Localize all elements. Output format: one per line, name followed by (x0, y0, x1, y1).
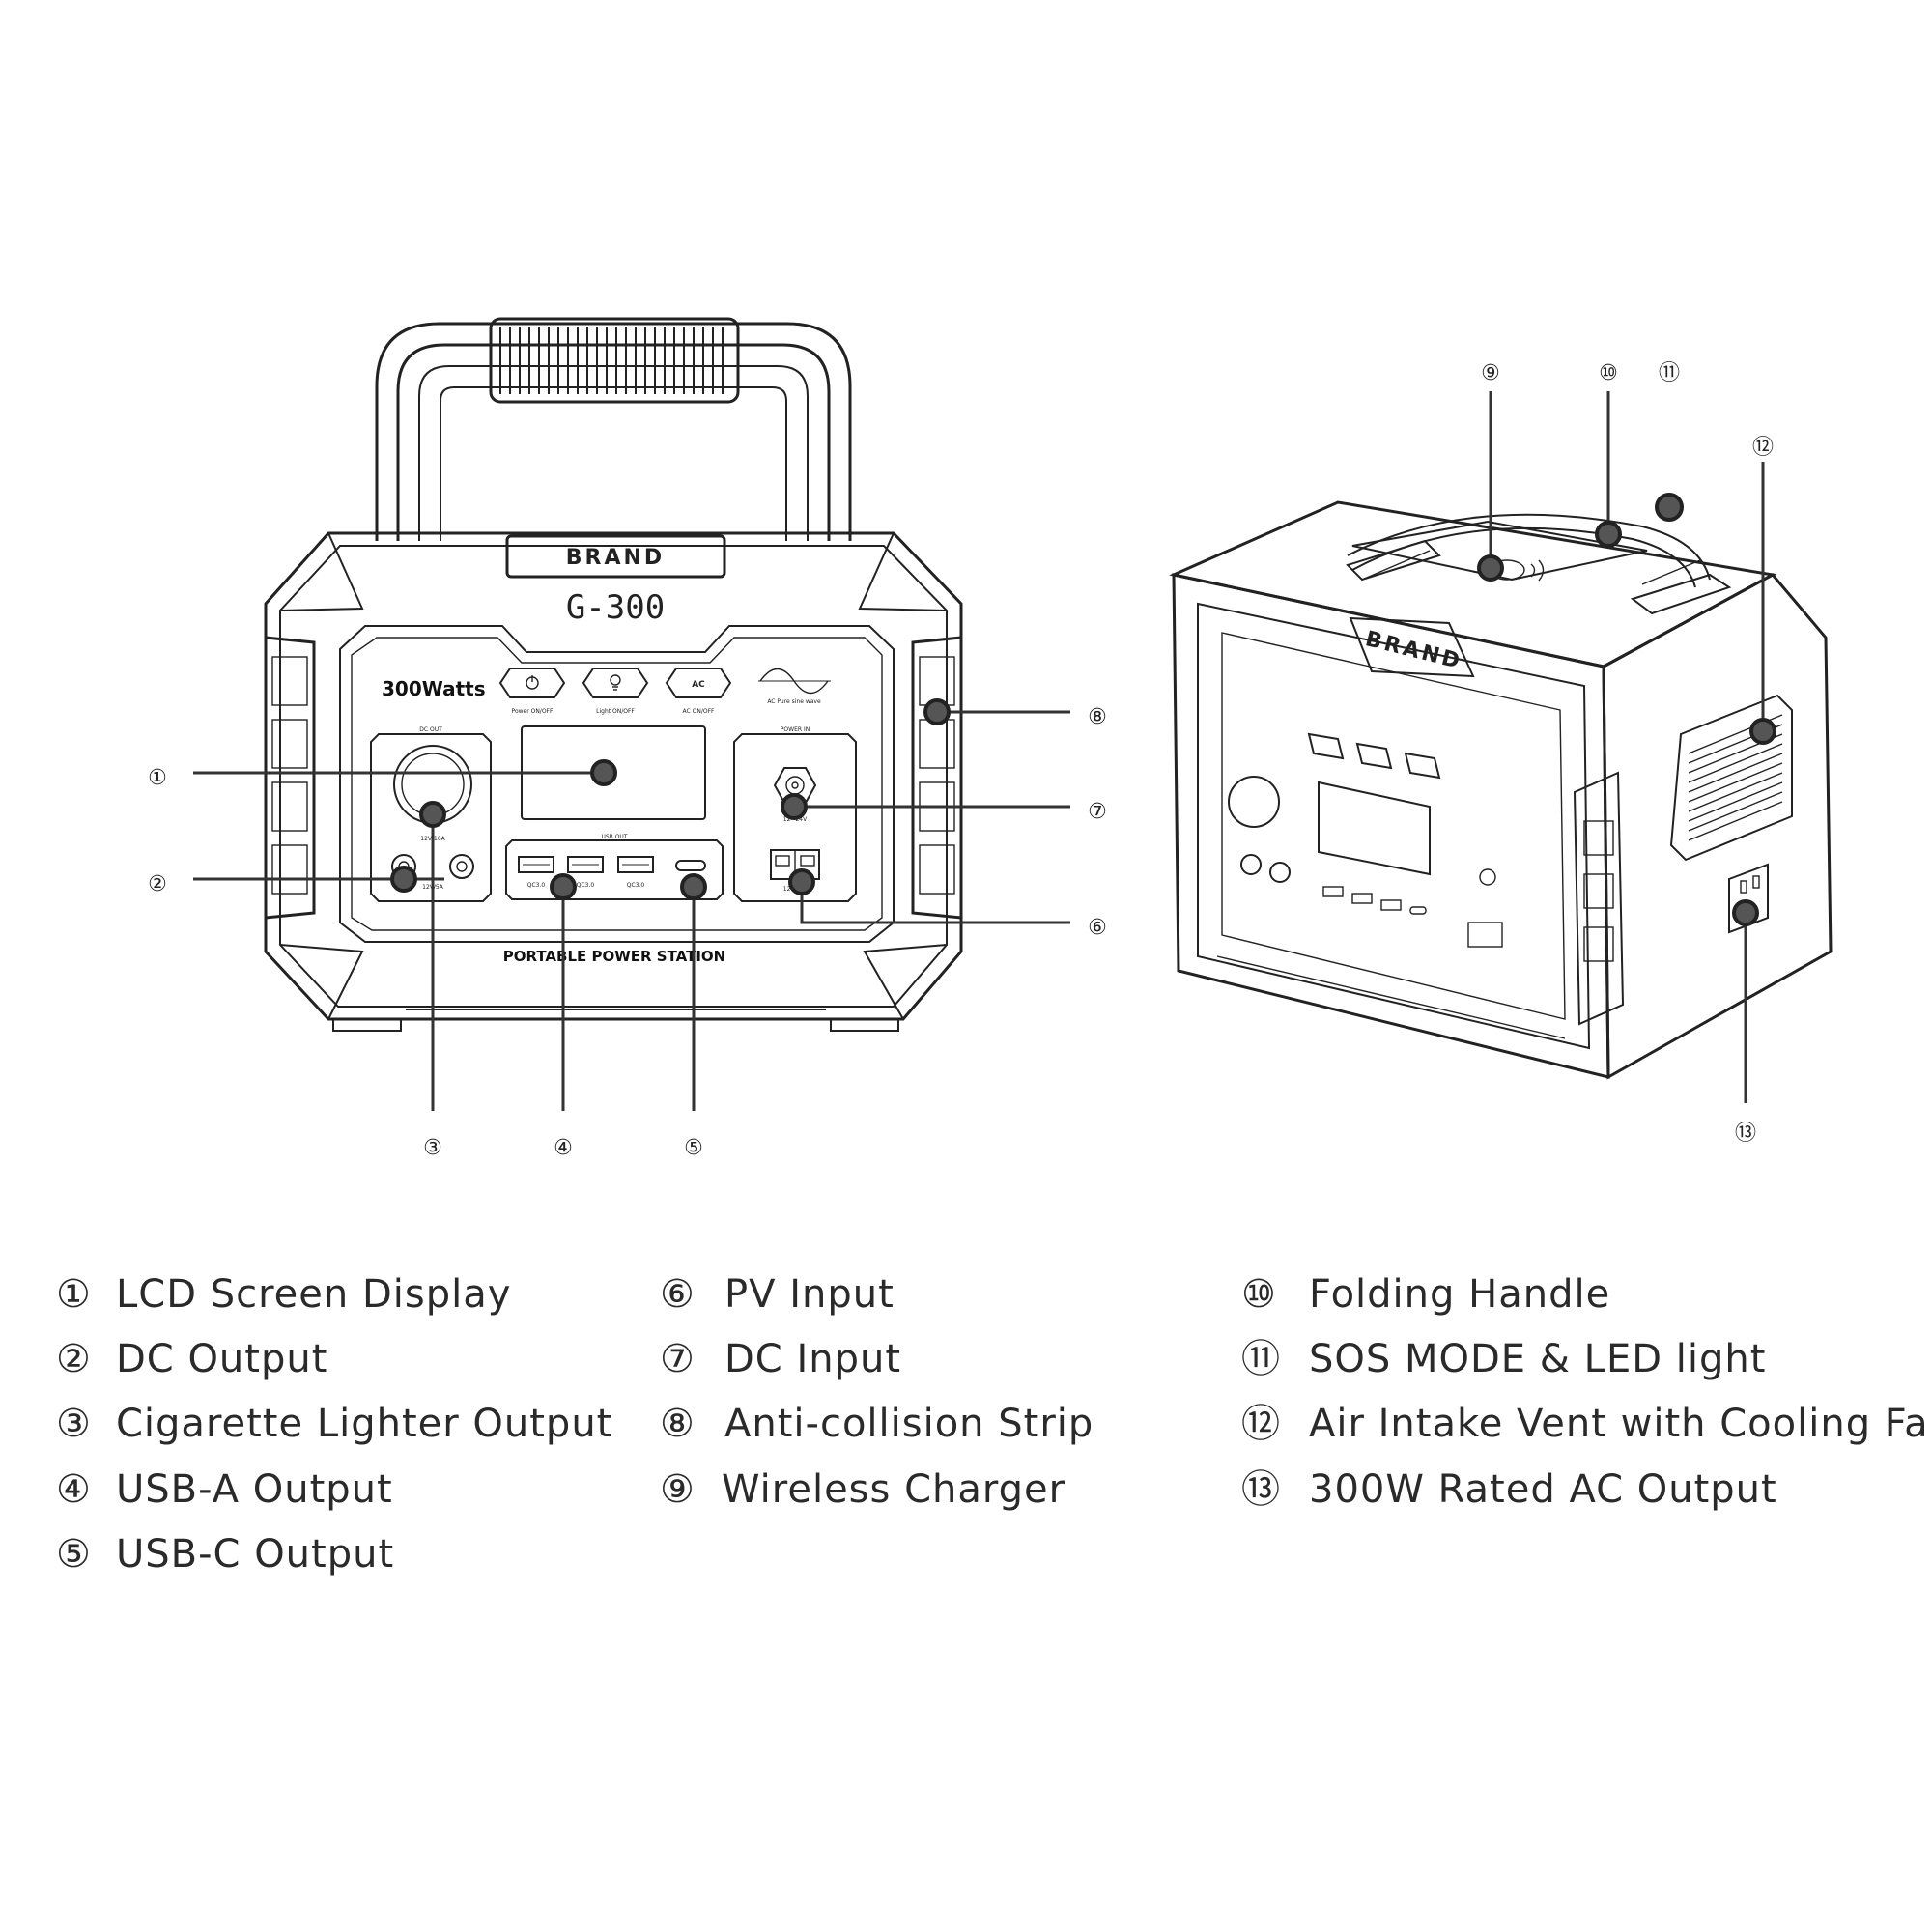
usb-c-port[interactable] (675, 860, 706, 871)
vent-slot (1688, 791, 1783, 832)
side-lcd (1318, 781, 1431, 876)
legend-num-6: ⑥ (660, 1272, 696, 1317)
sine-wave-icon: AC Pure sine wave (758, 668, 831, 705)
legend-text-12: Air Intake Vent with Cooling Fan (1309, 1402, 1932, 1446)
callout-10: ⑩ (1599, 361, 1618, 385)
legend-num-3: ③ (56, 1402, 92, 1446)
usb-port-label-3: QC3.0 (627, 882, 645, 889)
side-handle (1346, 513, 1732, 615)
front-brand-plate (505, 534, 726, 579)
callout-6: ⑥ (1088, 916, 1107, 940)
vent-slot (1688, 781, 1783, 822)
usb-a-port-2[interactable] (567, 856, 604, 873)
legend-text-10: Folding Handle (1309, 1272, 1610, 1317)
watts-label: 300Watts (382, 677, 486, 700)
legend-num-1: ① (56, 1272, 92, 1317)
side-right-face (1602, 573, 1833, 1080)
legend-num-11: ⑪ (1241, 1337, 1281, 1381)
vent-slot (1688, 772, 1783, 812)
front-view: BRAND G-300 300Watts Power ON/OFF Light … (264, 317, 963, 1032)
side-buttons (1307, 732, 1441, 780)
legend-num-7: ⑦ (660, 1337, 696, 1381)
usb-a-port-3[interactable] (617, 856, 654, 873)
usb-out-panel: USB OUT QC3.0 QC3.0 QC3.0 (505, 834, 724, 900)
usb-port-label-2: QC3.0 (577, 882, 595, 889)
callout-numbers: ① ② ③ ④ ⑤ ⑥ ⑦ ⑧ ⑨ ⑩ ⑪ ⑫ ⑬ (148, 361, 1774, 1160)
usb-out-title: USB OUT (601, 834, 627, 840)
legend-text-4: USB-A Output (116, 1467, 393, 1512)
side-brand-plate (1349, 616, 1475, 678)
dc-out-title: DC OUT (419, 726, 442, 733)
callout-11: ⑪ (1659, 361, 1680, 385)
callout-3: ③ (423, 1136, 442, 1160)
callout-13: ⑬ (1735, 1122, 1756, 1146)
callout-12: ⑫ (1752, 436, 1774, 460)
vent-slot (1688, 762, 1783, 803)
air-intake-vent (1669, 694, 1793, 862)
legend-text-13: 300W Rated AC Output (1309, 1467, 1777, 1512)
callout-2: ② (148, 872, 167, 896)
legend-num-8: ⑧ (660, 1402, 696, 1446)
legend-text-8: Anti-collision Strip (724, 1402, 1094, 1446)
ac-button-text: AC (692, 680, 705, 690)
usb-a-port-1[interactable] (518, 856, 554, 873)
power-button[interactable]: Power ON/OFF (498, 668, 566, 715)
side-view: BRAND (1169, 500, 1833, 1080)
vent-slot (1688, 753, 1783, 793)
legend-num-4: ④ (56, 1467, 92, 1512)
front-brand-text: BRAND (566, 546, 665, 570)
legend-text-5: USB-C Output (116, 1532, 394, 1577)
power-button-label: Power ON/OFF (512, 708, 554, 715)
sine-wave-label: AC Pure sine wave (767, 698, 821, 705)
ac-button-label: AC ON/OFF (683, 708, 716, 715)
grip-ribs (499, 327, 724, 394)
legend-column-2: ⑥ PV Input ⑦ DC Input ⑧ Anti-collision S… (660, 1272, 1094, 1512)
legend-num-9: ⑨ (660, 1467, 696, 1512)
callout-1: ① (148, 766, 167, 790)
front-handle (375, 317, 852, 541)
callout-9: ⑨ (1481, 361, 1500, 385)
wireless-charger-pad (1351, 520, 1648, 582)
legend-num-5: ⑤ (56, 1532, 92, 1577)
legend-text-6: PV Input (724, 1272, 895, 1317)
front-right-bumper (911, 636, 963, 920)
portable-power-station-label: PORTABLE POWER STATION (503, 948, 726, 965)
vent-slot (1688, 801, 1783, 841)
front-panel (339, 625, 895, 943)
callout-4: ④ (554, 1136, 573, 1160)
light-button-label: Light ON/OFF (596, 708, 635, 715)
legend-text-11: SOS MODE & LED light (1309, 1337, 1766, 1381)
usb-port-label-1: QC3.0 (527, 882, 546, 889)
legend-text-9: Wireless Charger (722, 1467, 1065, 1512)
dc-port-2[interactable] (449, 854, 474, 879)
legend-column-3: ⑩ Folding Handle ⑪ SOS MODE & LED light … (1241, 1272, 1932, 1512)
ac-button[interactable]: AC AC ON/OFF (665, 668, 732, 715)
legend-column-1: ① LCD Screen Display ② DC Output ③ Cigar… (56, 1272, 612, 1577)
legend-num-10: ⑩ (1241, 1272, 1277, 1317)
power-in-title: POWER IN (781, 726, 810, 733)
legend-text-2: DC Output (116, 1337, 327, 1381)
vent-slot (1688, 743, 1783, 783)
front-left-bumper (264, 636, 316, 920)
callout-8: ⑧ (1088, 705, 1107, 729)
side-cigarette-port (1228, 776, 1280, 828)
legend-num-13: ⑬ (1241, 1467, 1281, 1512)
light-button[interactable]: Light ON/OFF (582, 668, 649, 715)
legend-num-12: ⑫ (1241, 1402, 1281, 1446)
legend-text-1: LCD Screen Display (116, 1272, 511, 1317)
callout-7: ⑦ (1088, 800, 1107, 824)
legend-text-7: DC Input (724, 1337, 901, 1381)
callout-5: ⑤ (684, 1136, 703, 1160)
ac-outlet[interactable] (1728, 863, 1769, 934)
legend-text-3: Cigarette Lighter Output (116, 1402, 612, 1446)
model-name: G-300 (566, 588, 665, 627)
legend-num-2: ② (56, 1337, 92, 1381)
legend: ① LCD Screen Display ② DC Output ③ Cigar… (56, 1272, 1932, 1577)
leader-lines (193, 391, 1776, 1111)
bulb-icon (610, 674, 621, 691)
